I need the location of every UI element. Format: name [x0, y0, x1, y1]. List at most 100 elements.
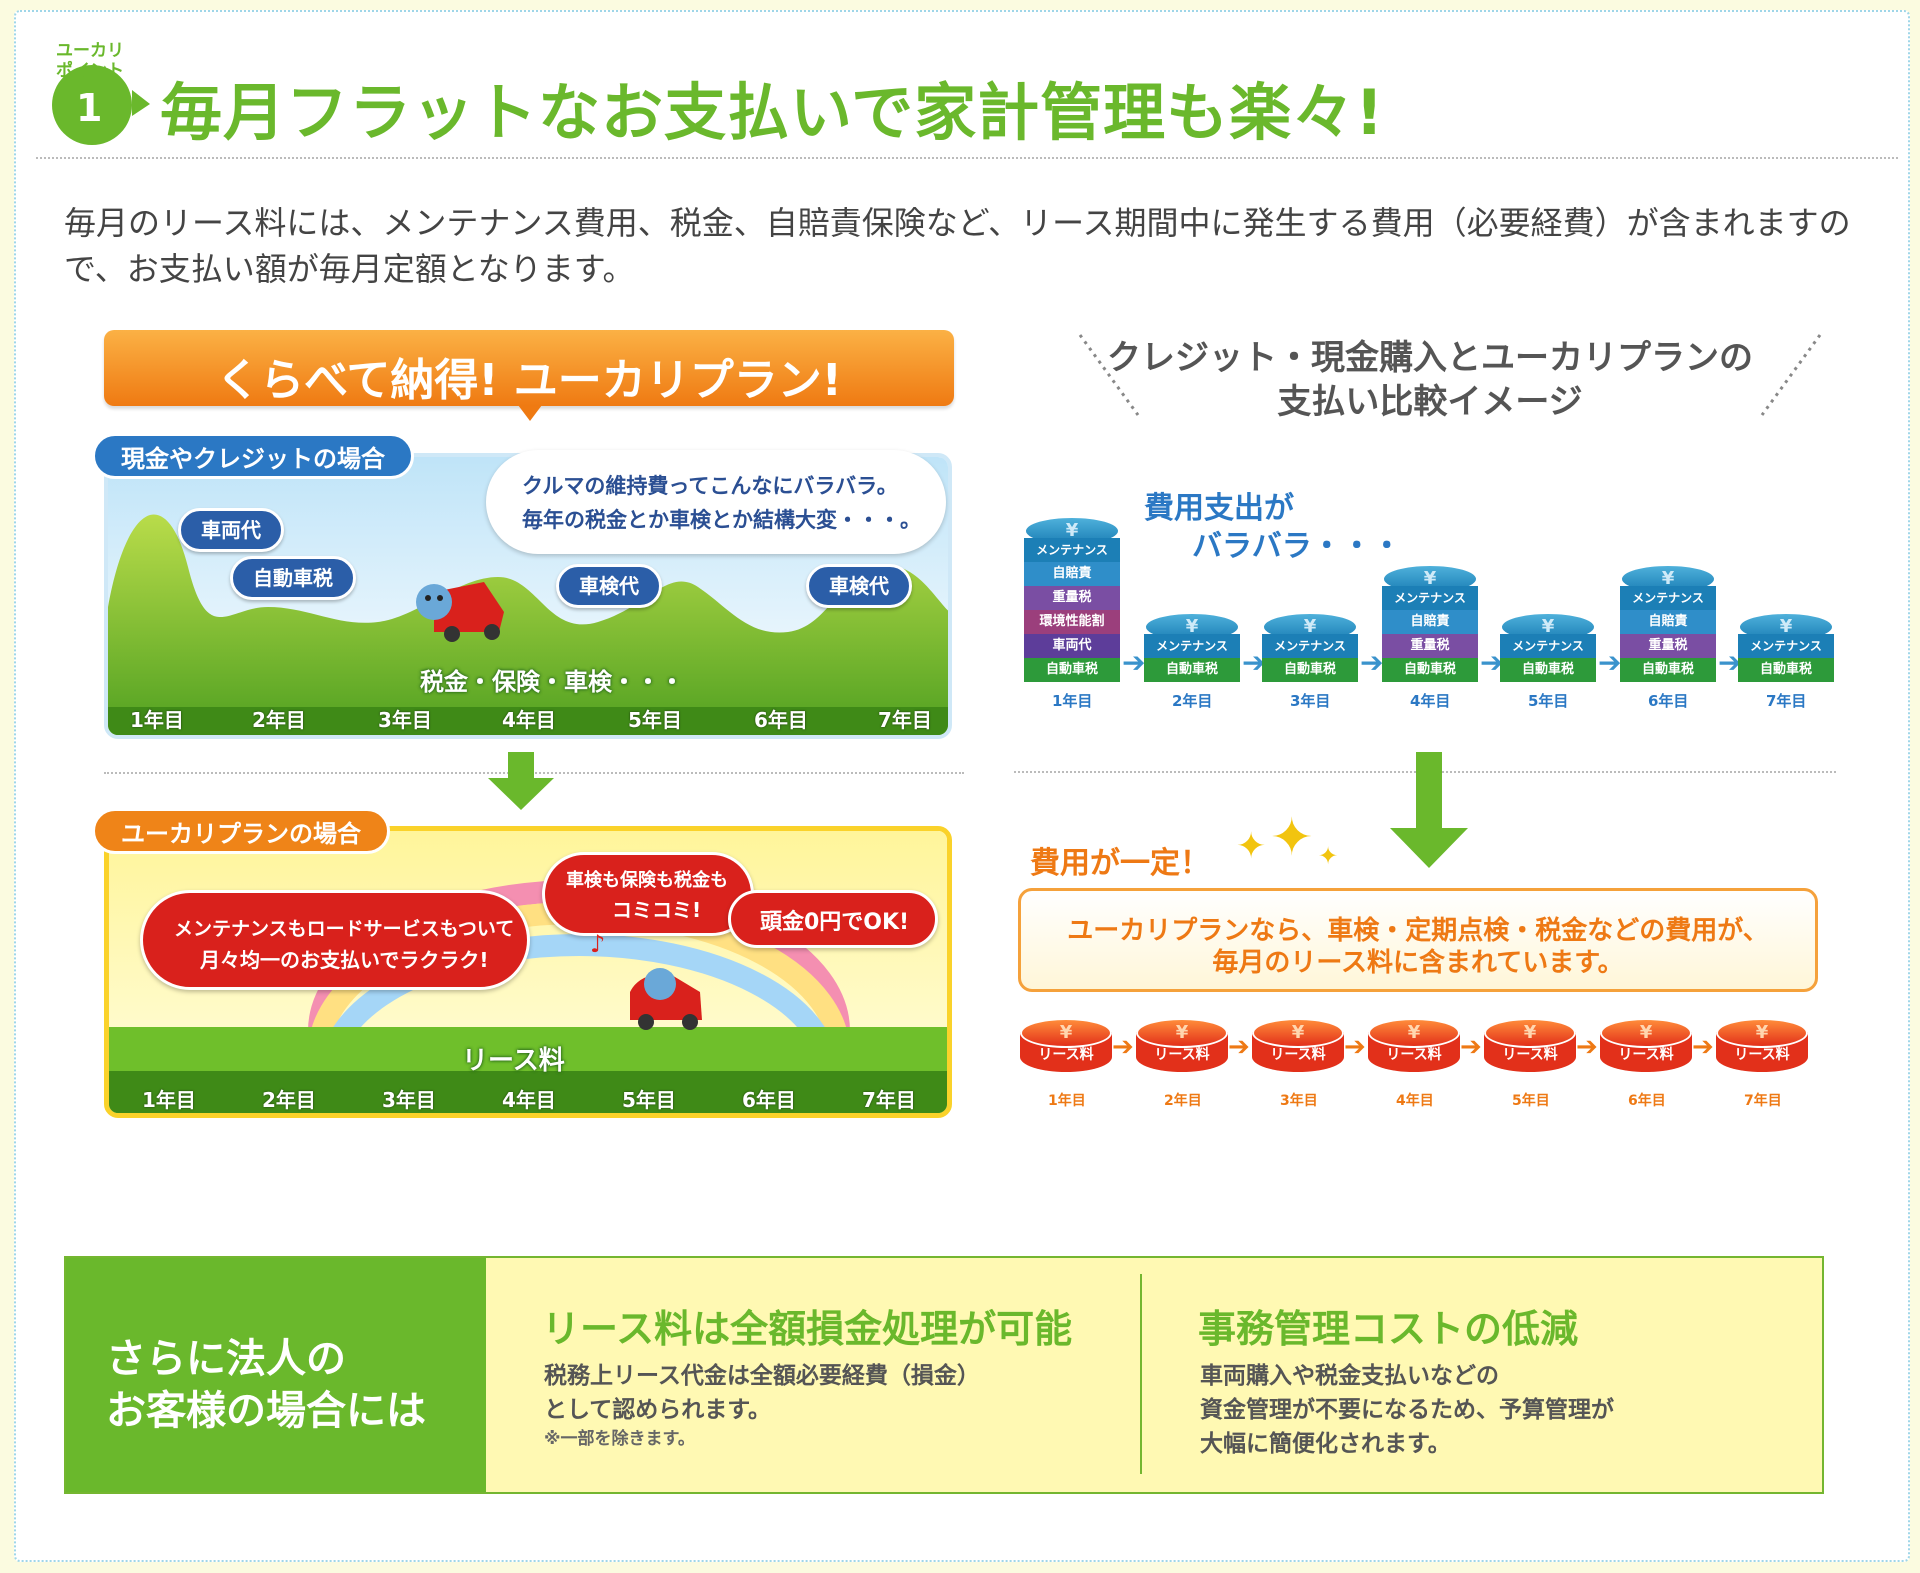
cost-band: メンテナンス [1620, 586, 1716, 610]
thought-text-2: 毎年の税金とか車検とか結構大変・・・。 [522, 508, 921, 532]
comparison-banner: くらべて納得! ユーカリプラン! [104, 330, 954, 406]
arrow-right-icon: ➔ [1460, 1032, 1482, 1062]
arrow-right-icon: ➔ [1122, 646, 1146, 679]
yen-coin-icon: ¥ [1600, 1018, 1692, 1048]
cost-band: 自動車税 [1620, 658, 1716, 682]
comparison-title-2: 支払い比較イメージ [1277, 382, 1583, 422]
lease-coin-4: リース料¥ [1368, 1018, 1460, 1076]
tax-deduction-note: ※一部を除きます。 [544, 1429, 695, 1449]
comparison-title-1: クレジット・現金購入とユーカリプランの [1107, 338, 1753, 378]
yu-year-5: 5年目 [622, 1088, 676, 1112]
yen-icon: ¥ [1175, 1022, 1189, 1043]
yu-year-6: 6年目 [742, 1088, 796, 1112]
yu-year-7: 7年目 [862, 1088, 916, 1112]
cash-year-6: 6年目 [754, 708, 808, 732]
cost-band: 自動車税 [1500, 658, 1596, 682]
admin-cost-text-1: 車両購入や税金支払いなどの [1200, 1363, 1499, 1389]
cash-credit-tab: 現金やクレジットの場合 [92, 433, 414, 479]
arrow-right-icon: ➔ [1360, 646, 1384, 679]
yen-icon: ¥ [1303, 616, 1317, 637]
yen-icon: ¥ [1661, 568, 1675, 589]
thought-text-1: クルマの維持費ってこんなにバラバラ。 [522, 474, 898, 498]
cost-band: 自動車税 [1144, 658, 1240, 682]
cost-band: 重量税 [1620, 634, 1716, 658]
admin-cost-text-2: 資金管理が不要になるため、予算管理が [1200, 1397, 1614, 1423]
stack-year-4: 4年目 [1410, 692, 1451, 710]
cost-band: メンテナンス [1500, 634, 1596, 658]
arrow-right-icon: ➔ [1718, 646, 1742, 679]
corporate-heading-2: お客様の場合には [106, 1388, 426, 1434]
lease-fee-label: リース料 [462, 1046, 565, 1076]
irregular-cost-label: 費用支出がバラバラ・・・ [1144, 490, 1402, 566]
cash-year-7: 7年目 [878, 708, 932, 732]
cost-band: 自賠責 [1620, 610, 1716, 634]
intro-line-1: 毎月のリース料には、メンテナンス費用、税金、自賠責保険など、リース期間中に発生す… [64, 204, 1851, 242]
lease-year-1: 1年目 [1048, 1093, 1086, 1109]
no-deposit-bubble [728, 890, 938, 948]
sparkle-icon: ✦ [1318, 842, 1339, 870]
pill-car-tax: 自動車税 [230, 556, 356, 600]
badge-number: 1 [76, 86, 103, 130]
maintenance-bubble [140, 890, 530, 990]
yu-year-4: 4年目 [502, 1088, 556, 1112]
cost-band: 自賠責 [1382, 610, 1478, 634]
pill-vehicle-cost: 車両代 [178, 508, 284, 552]
music-note-icon: ♪ [590, 930, 606, 958]
cost-band: 重量税 [1382, 634, 1478, 658]
yen-coin-icon: ¥ [1484, 1018, 1576, 1048]
yen-coin-icon: ¥ [1020, 1018, 1112, 1048]
cost-band: 車両代 [1024, 634, 1120, 658]
cost-band: 重量税 [1024, 586, 1120, 610]
cost-band: メンテナンス [1144, 634, 1240, 658]
pill-inspection-2: 車検代 [806, 564, 912, 608]
lease-year-5: 5年目 [1512, 1093, 1550, 1109]
page-title: 毎月フラットなお支払いで家計管理も楽々! [160, 76, 1385, 149]
yu-year-1: 1年目 [142, 1088, 196, 1112]
stack-year-7: 7年目 [1766, 692, 1807, 710]
all-included-bubble [542, 852, 754, 936]
intro-line-2: で、お支払い額が毎月定額となります。 [64, 250, 635, 288]
included-info-box [1018, 888, 1818, 992]
cost-stack-7: ¥メンテナンス自動車税 [1738, 612, 1834, 682]
cost-band: 自動車税 [1382, 658, 1478, 682]
arrow-right-icon: ➔ [1480, 646, 1504, 679]
cost-stack-5: ¥メンテナンス自動車税 [1500, 612, 1596, 682]
mascot-car-icon [630, 968, 702, 1030]
arrow-right-icon: ➔ [1576, 1032, 1598, 1062]
yu-year-3: 3年目 [382, 1088, 436, 1112]
cash-year-3: 3年目 [378, 708, 432, 732]
divider [36, 157, 1898, 159]
included-text-2: 毎月のリース料に含まれています。 [1212, 948, 1624, 978]
tax-deduction-text-1: 税務上リース代金は全額必要経費（損金） [544, 1363, 980, 1389]
arrow-right-icon: ➔ [1242, 646, 1266, 679]
comparison-banner-text: くらべて納得! ユーカリプラン! [216, 355, 842, 406]
yen-coin-icon: ¥ [1136, 1018, 1228, 1048]
lease-coin-5: リース料¥ [1484, 1018, 1576, 1076]
included-text-1: ユーカリプランなら、車検・定期点検・税金などの費用が、 [1067, 916, 1769, 946]
corporate-heading-panel: さらに法人の お客様の場合には [66, 1258, 486, 1492]
stack-year-3: 3年目 [1290, 692, 1331, 710]
sparkle-icon: ✦ [1236, 826, 1267, 867]
yen-icon: ¥ [1407, 1022, 1421, 1043]
tax-deduction-text-2: として認められます。 [544, 1397, 772, 1423]
point-badge-icon [52, 65, 150, 145]
cost-stack-3: ¥メンテナンス自動車税 [1262, 612, 1358, 682]
cost-stack-1: ¥メンテナンス自賠責重量税環境性能割車両代自動車税 [1024, 516, 1120, 682]
admin-cost-text-3: 大幅に簡便化されます。 [1200, 1431, 1451, 1457]
stack-year-2: 2年目 [1172, 692, 1213, 710]
arrow-right-icon: ➔ [1112, 1032, 1134, 1062]
no-deposit-text: 頭金0円でOK! [760, 910, 910, 935]
arrow-right-icon: ➔ [1228, 1032, 1250, 1062]
cost-band: 自動車税 [1024, 658, 1120, 682]
thought-bubble [486, 450, 946, 554]
yen-icon: ¥ [1639, 1022, 1653, 1043]
fees-label: 税金・保険・車検・・・ [420, 668, 684, 696]
yukari-plan-tab: ユーカリプランの場合 [92, 808, 390, 854]
lease-year-6: 6年目 [1628, 1093, 1666, 1109]
yen-icon: ¥ [1779, 616, 1793, 637]
yen-icon: ¥ [1423, 568, 1437, 589]
banner-pointer [518, 405, 542, 421]
yen-icon: ¥ [1059, 1022, 1073, 1043]
irregular-cost-2: バラバラ・・・ [1192, 529, 1402, 564]
cost-band: 自動車税 [1738, 658, 1834, 682]
